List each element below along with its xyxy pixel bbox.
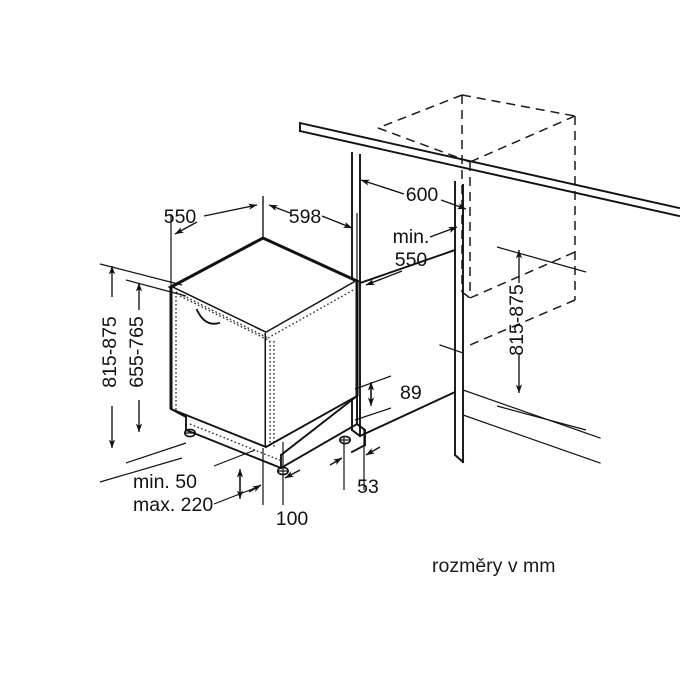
- dimension-label-depth: 550: [164, 206, 197, 228]
- dimension-niche-depth-min-550: min. 550: [365, 226, 458, 286]
- dimension-left-height-655-765: 655-765: [125, 279, 187, 464]
- dimension-width-598: 598: [262, 196, 358, 281]
- units-caption: rozměry v mm: [432, 555, 556, 577]
- dimension-label-niche-depth-value: 550: [395, 249, 428, 271]
- dimension-niche-width-600: 600: [360, 179, 467, 210]
- dimension-label-plinth-depth-min: min. 50: [133, 471, 197, 493]
- dimension-plinth-height-89: 89: [354, 375, 422, 421]
- dimension-label-left-outer-height: 815-875: [99, 316, 121, 388]
- worktop-slab: [298, 121, 680, 218]
- niche-outline-dashed: [377, 94, 576, 346]
- door-handle-arc: [195, 308, 221, 325]
- dimension-foot-offset-100: 100: [248, 442, 309, 530]
- dimension-label-width: 598: [289, 206, 322, 228]
- dimension-left-height-815-875: 815-875: [99, 263, 183, 483]
- floor-reference-lines: [439, 344, 601, 464]
- dimension-label-plinth-recess: 53: [357, 476, 379, 498]
- dimension-label-niche-depth-prefix: min.: [393, 226, 430, 248]
- dimension-plinth-depth: min. 50 max. 220: [133, 449, 256, 516]
- dimension-right-height-815-875: 815-875: [496, 246, 587, 431]
- dimension-label-foot-offset: 100: [276, 508, 309, 530]
- appliance-body: [167, 236, 361, 470]
- dimension-label-niche-width: 600: [406, 184, 439, 206]
- plinth-profile: [350, 422, 367, 454]
- dimension-label-plinth-depth-max: max. 220: [133, 494, 213, 516]
- dimension-plinth-recess-53: 53: [329, 428, 381, 498]
- dimension-label-worktop-height: 815-875: [506, 284, 528, 356]
- dimension-label-plinth-height: 89: [400, 382, 422, 404]
- dimension-label-left-inner-height: 655-765: [126, 316, 148, 388]
